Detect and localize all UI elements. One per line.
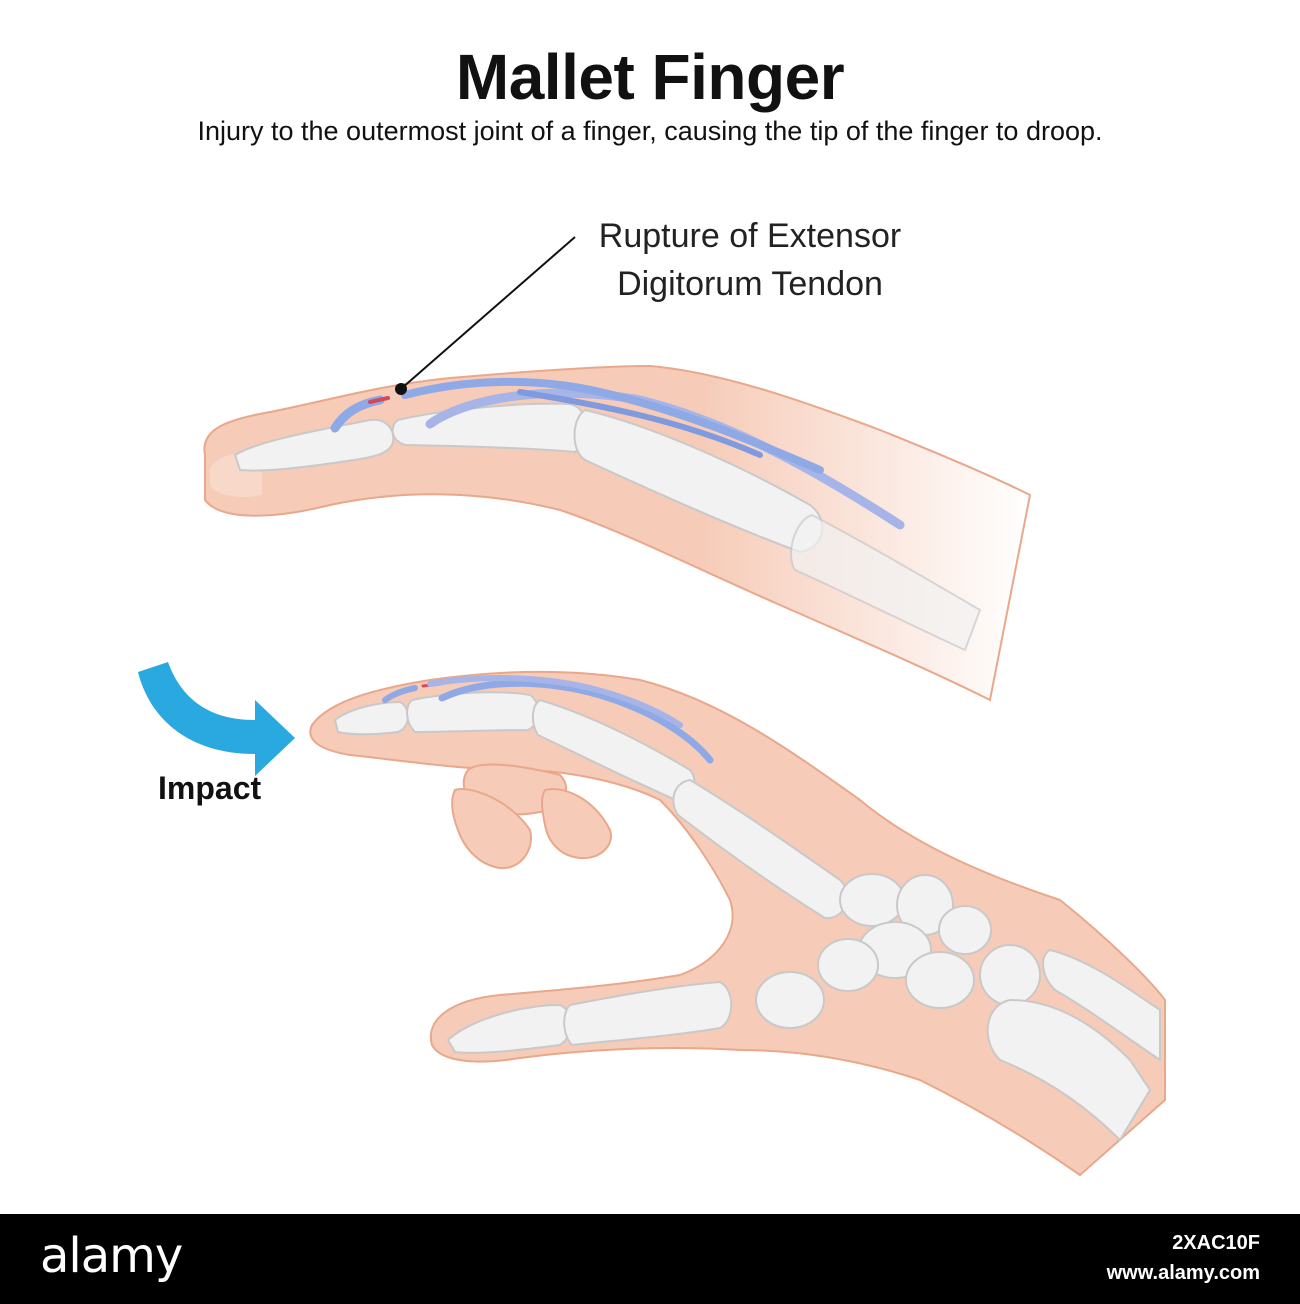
site-url: www.alamy.com: [1106, 1262, 1260, 1284]
rupture-callout: Rupture of Extensor Digitorum Tendon: [540, 212, 960, 308]
rupture-callout-line-1: Rupture of Extensor: [598, 217, 902, 255]
top-finger-skin: [203, 364, 1032, 702]
top-distal-phalanx: [233, 418, 395, 472]
bottom-tendon-long-1: [438, 679, 714, 764]
ulna-bone: [1042, 948, 1161, 1062]
page-subtitle: Injury to the outermost joint of a finge…: [197, 116, 1103, 146]
image-id: 2XAC10F: [1172, 1232, 1260, 1254]
callout-dot: [395, 383, 407, 395]
callout-leader-line: [401, 236, 576, 389]
curled-finger-2: [451, 788, 532, 870]
bottom-hand-skin: [309, 670, 1166, 1177]
curled-finger-3: [541, 788, 612, 860]
rupture-mark: [368, 396, 390, 404]
top-tendon-long-3: [517, 389, 763, 458]
page-title: Mallet Finger: [455, 41, 845, 113]
mallet-finger-illustration: [138, 236, 1166, 1177]
top-finger: [203, 364, 1032, 702]
thumb-proximal-bone: [563, 980, 733, 1047]
bottom-tendon-distal: [382, 685, 418, 703]
top-metacarpal: [790, 513, 982, 652]
watermark-footer: alamy 2XAC10F www.alamy.com: [0, 1214, 1300, 1304]
impact-arrow-icon: [138, 662, 295, 776]
rupture-callout-line-2: Digitorum Tendon: [617, 265, 883, 303]
bottom-middle-phalanx: [406, 691, 539, 734]
bottom-metacarpal: [672, 778, 849, 920]
alamy-logo: alamy: [40, 1228, 183, 1284]
impact-label: Impact: [158, 770, 262, 806]
bottom-tendon-long-2: [427, 675, 683, 728]
radius-bone: [986, 998, 1152, 1142]
bottom-hand: [309, 670, 1166, 1177]
top-tendon-long-2: [401, 377, 824, 474]
carpal-bones: [755, 873, 1041, 1029]
